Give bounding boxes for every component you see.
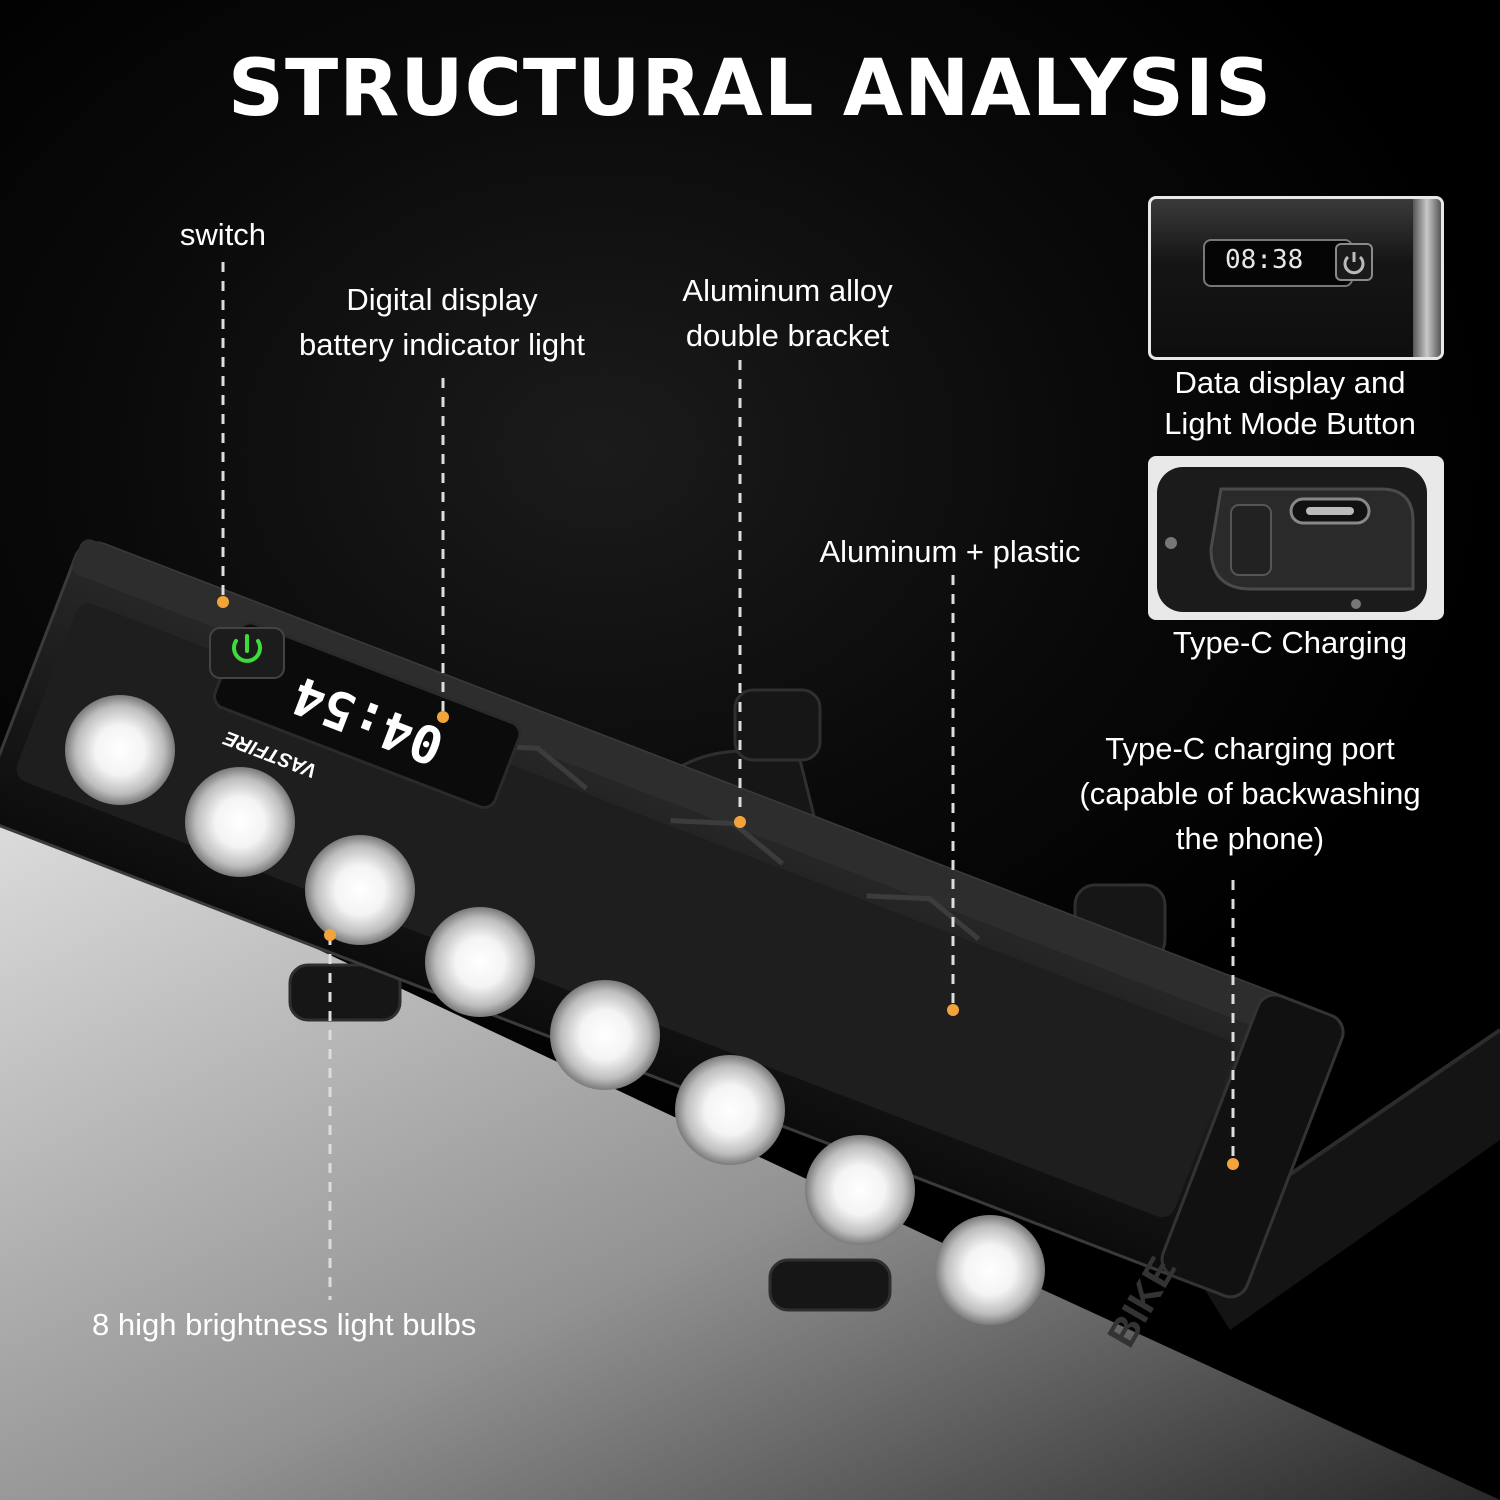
inset-display-time: 08:38 <box>1225 245 1304 275</box>
light-beam <box>0 800 1500 1500</box>
leader-dots <box>217 596 1239 1170</box>
inset-display-caption: Data display and Light Mode Button <box>1164 365 1416 441</box>
light-bulbs <box>65 695 1045 1325</box>
label-bulbs: 8 high brightness light bulbs <box>92 1307 477 1342</box>
label-digital-display: Digital display battery indicator light <box>298 282 586 362</box>
label-charging-port: Type-C charging port (capable of backwas… <box>1079 731 1421 856</box>
inset-charging-caption: Type-C Charging <box>1172 625 1408 660</box>
label-bracket: Aluminum alloy double bracket <box>682 273 893 353</box>
page-title: STRUCTURAL ANALYSIS <box>227 44 1273 134</box>
label-switch: switch <box>179 217 267 252</box>
leader-lines <box>221 262 1235 1300</box>
inset-power-button-icon <box>1335 243 1373 281</box>
power-button <box>209 627 285 679</box>
inset-display: 08:38 <box>1148 196 1444 360</box>
inset-charging <box>1148 456 1444 620</box>
label-material: Aluminum + plastic <box>819 534 1081 569</box>
